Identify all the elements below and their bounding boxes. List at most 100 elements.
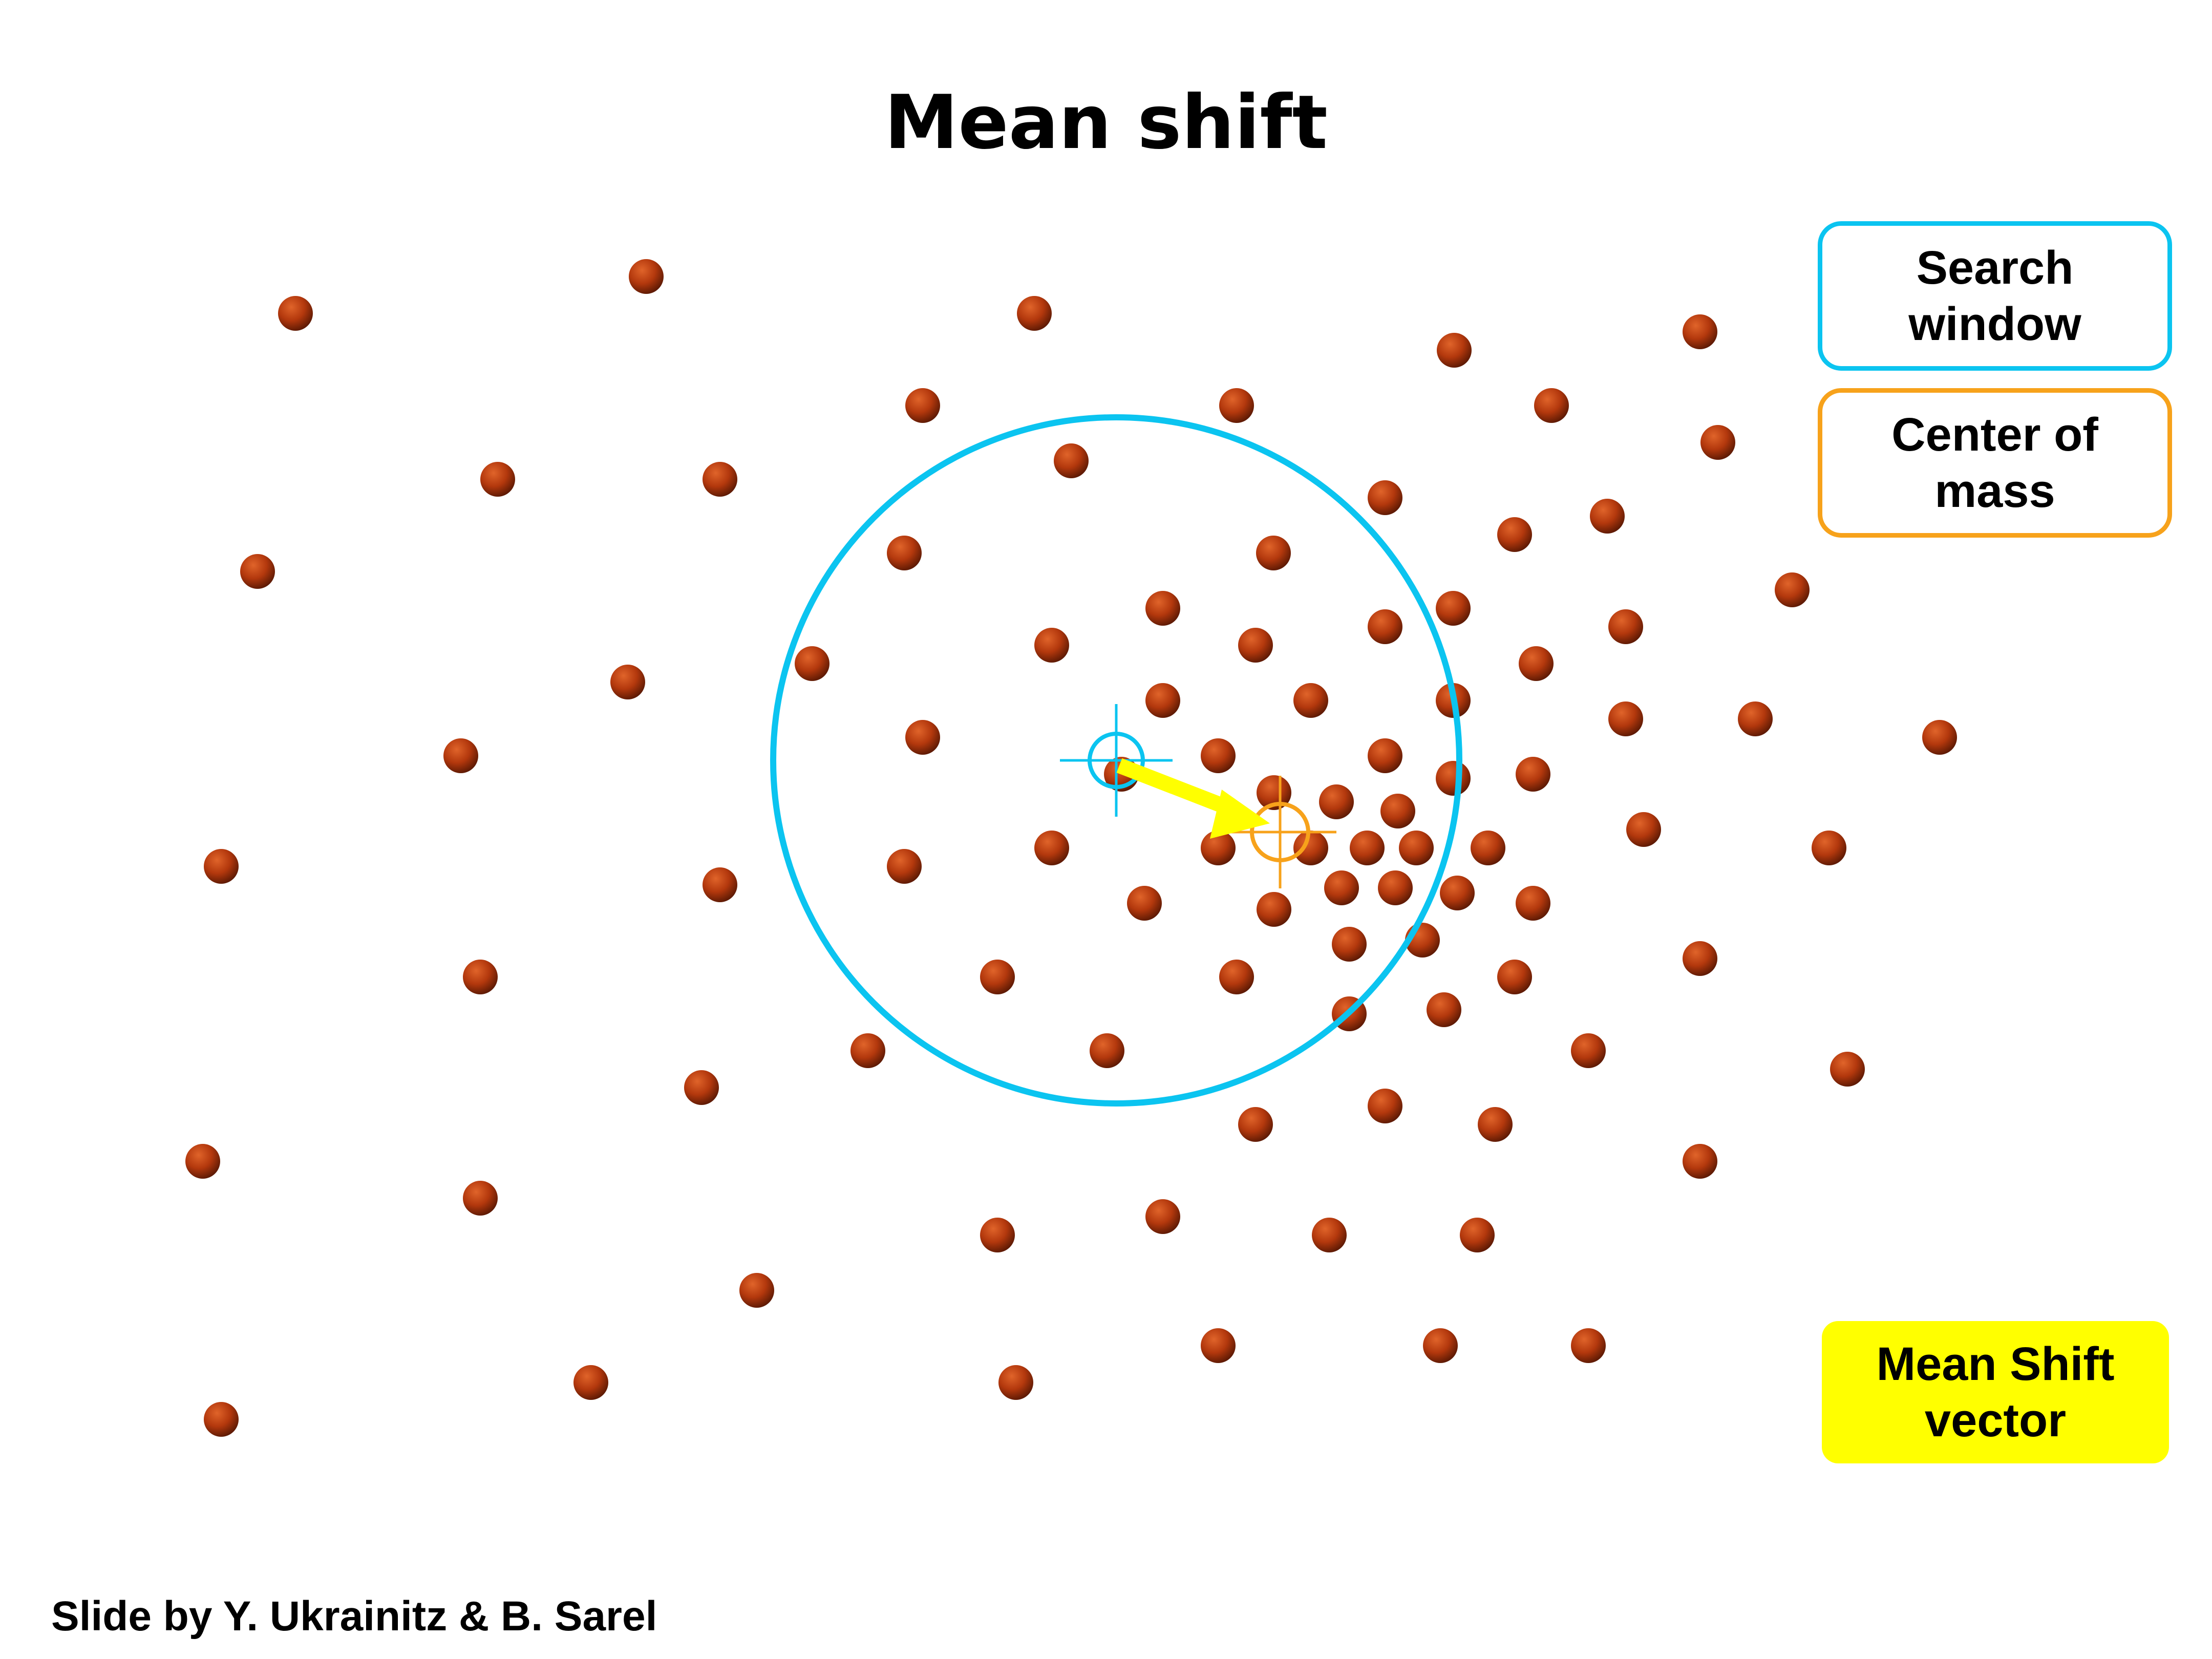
data-point <box>1683 1144 1717 1179</box>
data-point <box>1324 870 1359 905</box>
data-point <box>703 867 737 902</box>
data-point <box>1830 1052 1865 1087</box>
data-point <box>1256 536 1291 570</box>
slide-credit: Slide by Y. Ukrainitz & B. Sarel <box>51 1593 657 1640</box>
data-point <box>1293 831 1328 865</box>
data-point <box>1017 296 1052 331</box>
data-point <box>1312 1218 1347 1252</box>
data-point <box>703 462 737 497</box>
data-point <box>1034 831 1069 865</box>
data-point <box>1427 992 1461 1027</box>
search-window-circle <box>770 414 1462 1107</box>
legend-center-of-mass: Center of mass <box>1818 388 2172 538</box>
data-point <box>795 646 830 681</box>
data-point <box>1145 683 1180 718</box>
data-point <box>1460 1218 1495 1252</box>
data-point <box>1812 831 1846 865</box>
legend-mean-shift-vector: Mean Shift vector <box>1822 1321 2169 1463</box>
data-point <box>463 1181 498 1216</box>
data-point <box>1497 517 1532 552</box>
data-point <box>1054 443 1089 478</box>
data-point <box>1319 784 1354 819</box>
data-point <box>1700 425 1735 460</box>
data-point <box>1436 591 1471 626</box>
data-point <box>463 960 498 994</box>
data-point <box>1478 1107 1513 1142</box>
data-point <box>1571 1033 1606 1068</box>
search-window-center-marker <box>1060 704 1173 817</box>
data-point <box>998 1365 1033 1400</box>
data-point <box>1257 892 1291 927</box>
data-point <box>480 462 515 497</box>
data-point <box>1368 609 1402 644</box>
data-point <box>1683 314 1717 349</box>
data-point <box>573 1365 608 1400</box>
data-point <box>887 849 922 884</box>
data-point <box>610 665 645 699</box>
data-point <box>1238 628 1273 663</box>
data-point <box>1683 941 1717 976</box>
data-point <box>1368 480 1402 515</box>
data-point <box>1423 1328 1458 1363</box>
data-point <box>1399 831 1434 865</box>
data-point <box>1145 1199 1180 1234</box>
data-point <box>1293 683 1328 718</box>
data-point <box>1238 1107 1273 1142</box>
data-point <box>240 554 275 589</box>
data-point <box>1332 927 1367 962</box>
data-point <box>1368 1089 1402 1123</box>
data-point <box>739 1273 774 1308</box>
data-point <box>1922 720 1957 755</box>
legend-search-window: Search window <box>1818 221 2172 371</box>
data-point <box>1516 886 1550 921</box>
data-points <box>185 259 1957 1437</box>
data-point <box>1516 757 1550 792</box>
data-point <box>278 296 313 331</box>
data-point <box>1145 591 1180 626</box>
mean-shift-vector-arrow <box>1116 758 1270 839</box>
data-point <box>1608 609 1643 644</box>
data-point <box>1127 886 1162 921</box>
data-point <box>1436 761 1471 796</box>
data-point <box>1201 1328 1236 1363</box>
data-point <box>1090 1033 1124 1068</box>
data-point <box>1440 876 1475 910</box>
data-point <box>1738 701 1773 736</box>
data-point <box>443 738 478 773</box>
data-point <box>850 1033 885 1068</box>
data-point <box>1257 775 1291 810</box>
data-point <box>1380 794 1415 828</box>
data-point <box>185 1144 220 1179</box>
data-point <box>1201 738 1236 773</box>
data-point <box>1519 646 1554 681</box>
data-point <box>1608 701 1643 736</box>
data-point <box>1497 960 1532 994</box>
data-point <box>1350 831 1385 865</box>
data-point <box>204 849 239 884</box>
data-point <box>1590 499 1625 534</box>
data-point <box>1626 812 1661 847</box>
data-point <box>1219 960 1254 994</box>
data-point <box>905 388 940 423</box>
data-point <box>887 536 922 570</box>
data-point <box>1378 870 1413 905</box>
data-point <box>1571 1328 1606 1363</box>
page-title: Mean shift <box>884 79 1328 166</box>
data-point <box>1437 333 1472 368</box>
data-point <box>980 1218 1015 1252</box>
data-point <box>1471 831 1505 865</box>
center-of-mass-marker <box>1224 776 1336 888</box>
data-point <box>1034 628 1069 663</box>
data-point <box>905 720 940 755</box>
data-point <box>204 1402 239 1437</box>
data-point <box>1201 831 1236 865</box>
data-point <box>980 960 1015 994</box>
data-point <box>1775 572 1810 607</box>
data-point <box>1368 738 1402 773</box>
data-point <box>1534 388 1569 423</box>
data-point <box>684 1070 719 1105</box>
data-point <box>1219 388 1254 423</box>
data-point <box>629 259 664 294</box>
